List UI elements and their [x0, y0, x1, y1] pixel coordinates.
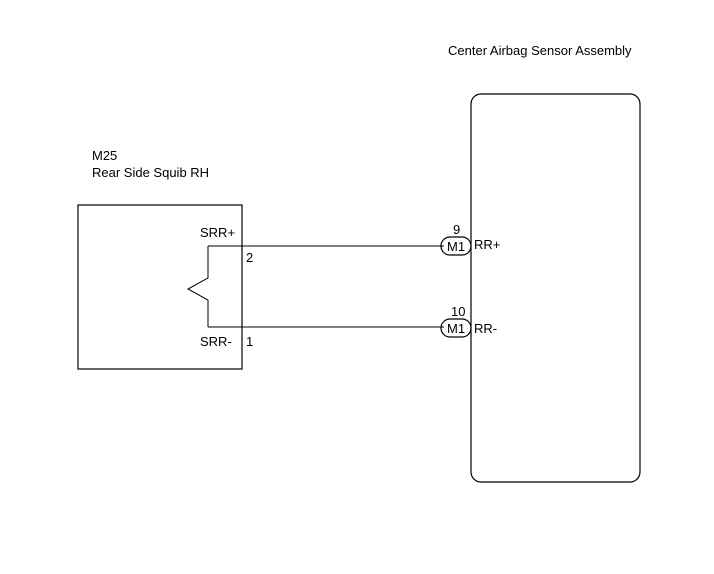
connector-m1-top-label: M1	[447, 239, 465, 254]
squib-terminal-srr-minus: SRR-	[200, 334, 232, 349]
squib-pin-2: 2	[246, 250, 253, 265]
sensor-pin-10: 10	[451, 304, 465, 319]
squib-element-symbol	[186, 246, 209, 327]
sensor-box	[470, 93, 641, 483]
connector-m1-bottom	[440, 318, 472, 338]
squib-code: M25	[92, 148, 117, 163]
squib-box	[77, 204, 243, 370]
sensor-title: Center Airbag Sensor Assembly	[448, 43, 632, 58]
squib-pin-1: 1	[246, 334, 253, 349]
sensor-terminal-rr-plus: RR+	[474, 237, 500, 252]
sensor-terminal-rr-minus: RR-	[474, 321, 497, 336]
squib-name: Rear Side Squib RH	[92, 165, 209, 180]
connector-m1-top	[440, 236, 472, 256]
squib-terminal-srr-plus: SRR+	[200, 225, 235, 240]
sensor-pin-9: 9	[453, 222, 460, 237]
connector-m1-bottom-label: M1	[447, 321, 465, 336]
